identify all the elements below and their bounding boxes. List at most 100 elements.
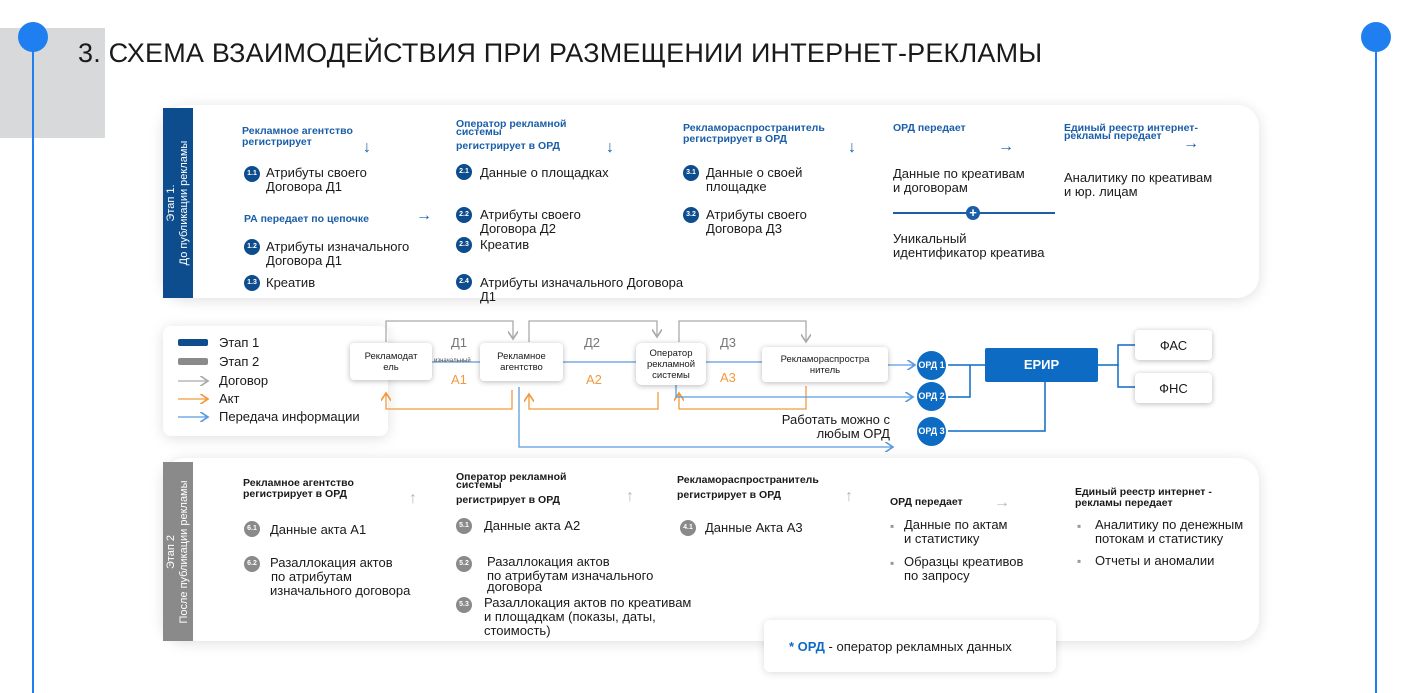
badge-2-4: 2.4 xyxy=(456,274,472,290)
arrow-right-icon: → xyxy=(1183,135,1199,152)
badge-2-3: 2.3 xyxy=(456,237,472,253)
erir-to-fns-line xyxy=(1117,365,1135,388)
badge-4-1: 4.1 xyxy=(680,520,696,536)
act-arrow-a1 xyxy=(386,390,513,410)
ord-1-node: ОРД 1 xyxy=(917,351,946,380)
corner-decoration xyxy=(0,28,105,138)
fns-node: ФНС xyxy=(1135,373,1212,403)
arrow-right-icon: → xyxy=(998,138,1014,155)
legend-stage1-swatch xyxy=(178,339,208,346)
info-arrow-ord2 xyxy=(675,385,913,397)
legend-stage1: Этап 1 xyxy=(219,335,260,350)
badge-5-1: 5.1 xyxy=(456,518,472,534)
badge-6-2: 6.2 xyxy=(244,556,260,572)
bullet-icon: ▪ xyxy=(1077,554,1082,568)
badge-2-2: 2.2 xyxy=(456,207,472,223)
erir-to-fas-line xyxy=(1098,344,1135,366)
arrow-up-icon: ↑ xyxy=(845,488,853,505)
stage2-panel xyxy=(163,458,1259,641)
contract-label-d2: Д2 xyxy=(584,335,601,350)
stage1-item-1-3: Креатив xyxy=(266,275,316,290)
stage1-item-2-1: Данные о площадках xyxy=(480,165,609,180)
contract-label-d1: Д1 xyxy=(451,335,468,350)
act-arrow-a2 xyxy=(529,392,659,410)
stage1-tab: Этап 1.До публикации рекламы xyxy=(163,108,193,298)
footnote-box xyxy=(764,620,1056,672)
stage2-item-5-1: Данные акта А2 xyxy=(484,518,581,533)
stage1-col1-subheading: РА передает по цепочке xyxy=(244,213,369,225)
page-title: 3. СХЕМА ВЗАИМОДЕЙСТВИЯ ПРИ РАЗМЕЩЕНИИ И… xyxy=(78,38,1043,68)
info-arrow-ord3 xyxy=(518,387,893,447)
legend-stage2: Этап 2 xyxy=(219,354,260,369)
legend-stage2-swatch xyxy=(178,358,208,365)
legend-contract: Договор xyxy=(219,373,269,388)
ord2-to-erir-line xyxy=(948,365,971,398)
badge-5-2: 5.2 xyxy=(456,556,472,572)
ord-2-node: ОРД 2 xyxy=(917,382,946,411)
stage2-item-4-1: Данные Акта А3 xyxy=(705,520,803,535)
contract-arrow-d1 xyxy=(385,320,513,342)
badge-1-1: 1.1 xyxy=(244,166,260,182)
right-accent-dot xyxy=(1361,22,1391,52)
stage2-col5-bullet-2: Отчеты и аномалии xyxy=(1095,553,1215,568)
arrow-right-icon: → xyxy=(416,207,432,224)
act-label-a3: А3 xyxy=(720,370,736,385)
bullet-icon: ▪ xyxy=(890,519,895,533)
ord3-to-erir-line xyxy=(948,382,1046,432)
badge-5-3: 5.3 xyxy=(456,597,472,613)
initial-label: изначальный xyxy=(434,358,471,364)
contract-label-d3: Д3 xyxy=(720,335,737,350)
badge-2-1: 2.1 xyxy=(456,164,472,180)
right-accent-line xyxy=(1375,36,1377,693)
erir-node: ЕРИР xyxy=(985,348,1098,382)
act-label-a2: А2 xyxy=(586,372,602,387)
ord-3-node: ОРД 3 xyxy=(917,417,946,446)
arrow-down-icon: ↓ xyxy=(606,139,614,156)
legend-act: Акт xyxy=(219,391,240,406)
legend-info: Передача информации xyxy=(219,409,360,424)
contract-arrow-d2 xyxy=(528,320,657,342)
bullet-icon: ▪ xyxy=(1077,519,1082,533)
stage1-item-2-3: Креатив xyxy=(480,237,530,252)
plus-icon: + xyxy=(966,206,980,220)
fas-node: ФАС xyxy=(1135,330,1212,360)
stage1-col5-heading: Единый реестр интернет-рекламы передает xyxy=(1064,122,1198,142)
footnote-text: * ОРД - оператор рекламных данных xyxy=(789,639,1012,654)
arrow-up-icon: ↑ xyxy=(626,488,634,505)
bullet-icon: ▪ xyxy=(890,556,895,570)
badge-1-3: 1.3 xyxy=(244,275,260,291)
arrow-up-icon: ↑ xyxy=(409,490,417,507)
stage1-panel xyxy=(163,105,1259,298)
stage2-item-6-1: Данные акта А1 xyxy=(270,522,367,537)
left-accent-line xyxy=(32,36,34,693)
left-accent-dot xyxy=(18,22,48,52)
arrow-down-icon: ↓ xyxy=(363,139,371,156)
stage2-col4-heading: ОРД передает xyxy=(890,496,963,508)
badge-3-1: 3.1 xyxy=(683,165,699,181)
